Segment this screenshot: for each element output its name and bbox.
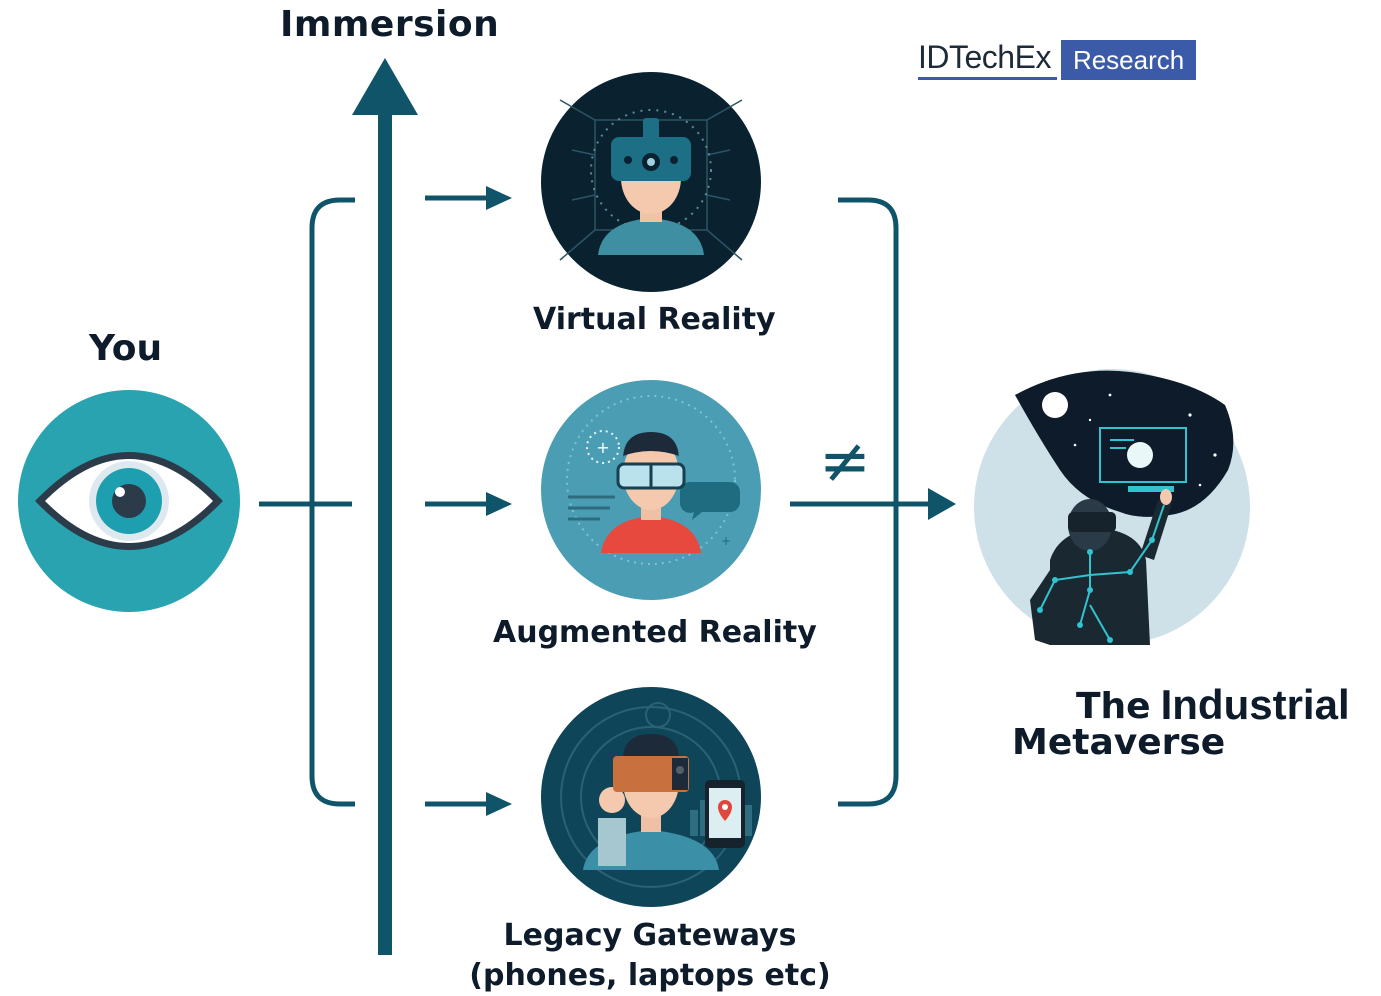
logo-main-text: IDTechEx <box>918 40 1057 80</box>
svg-text:+: + <box>596 438 609 457</box>
ar-glasses-icon: + + <box>541 380 761 600</box>
legacy-gateways-label-line1: Legacy Gateways <box>503 918 797 953</box>
augmented-reality-label: Augmented Reality <box>493 615 817 650</box>
virtual-reality-label: Virtual Reality <box>533 302 776 337</box>
logo-sub-text: Research <box>1060 40 1197 80</box>
immersion-axis-arrow <box>352 58 418 955</box>
phone-viewer-icon <box>541 687 761 907</box>
destination-word-the: The <box>1076 686 1151 727</box>
metaverse-icon <box>974 369 1250 645</box>
arrow-to-legacy <box>425 792 512 816</box>
legacy-gateways-label-line2: (phones, laptops etc) <box>469 958 831 993</box>
vr-headset-icon <box>541 72 761 292</box>
arrow-to-ar <box>425 492 512 516</box>
eye-icon <box>18 390 240 612</box>
svg-text:+: + <box>721 534 731 548</box>
arrow-to-vr <box>425 186 512 210</box>
industrial-metaverse-label-line2: Metaverse <box>1012 722 1226 763</box>
not-equal-symbol: ≠ <box>819 424 871 497</box>
idtechex-logo: IDTechEx Research <box>918 40 1197 80</box>
left-bracket <box>309 197 355 807</box>
you-label: You <box>89 328 163 369</box>
arrow-to-metaverse <box>790 488 956 520</box>
legacy-gateways-label: Legacy Gateways (phones, laptops etc) <box>460 916 840 996</box>
destination-word-industrial: Industrial <box>1160 681 1350 728</box>
axis-label-immersion: Immersion <box>280 4 500 45</box>
